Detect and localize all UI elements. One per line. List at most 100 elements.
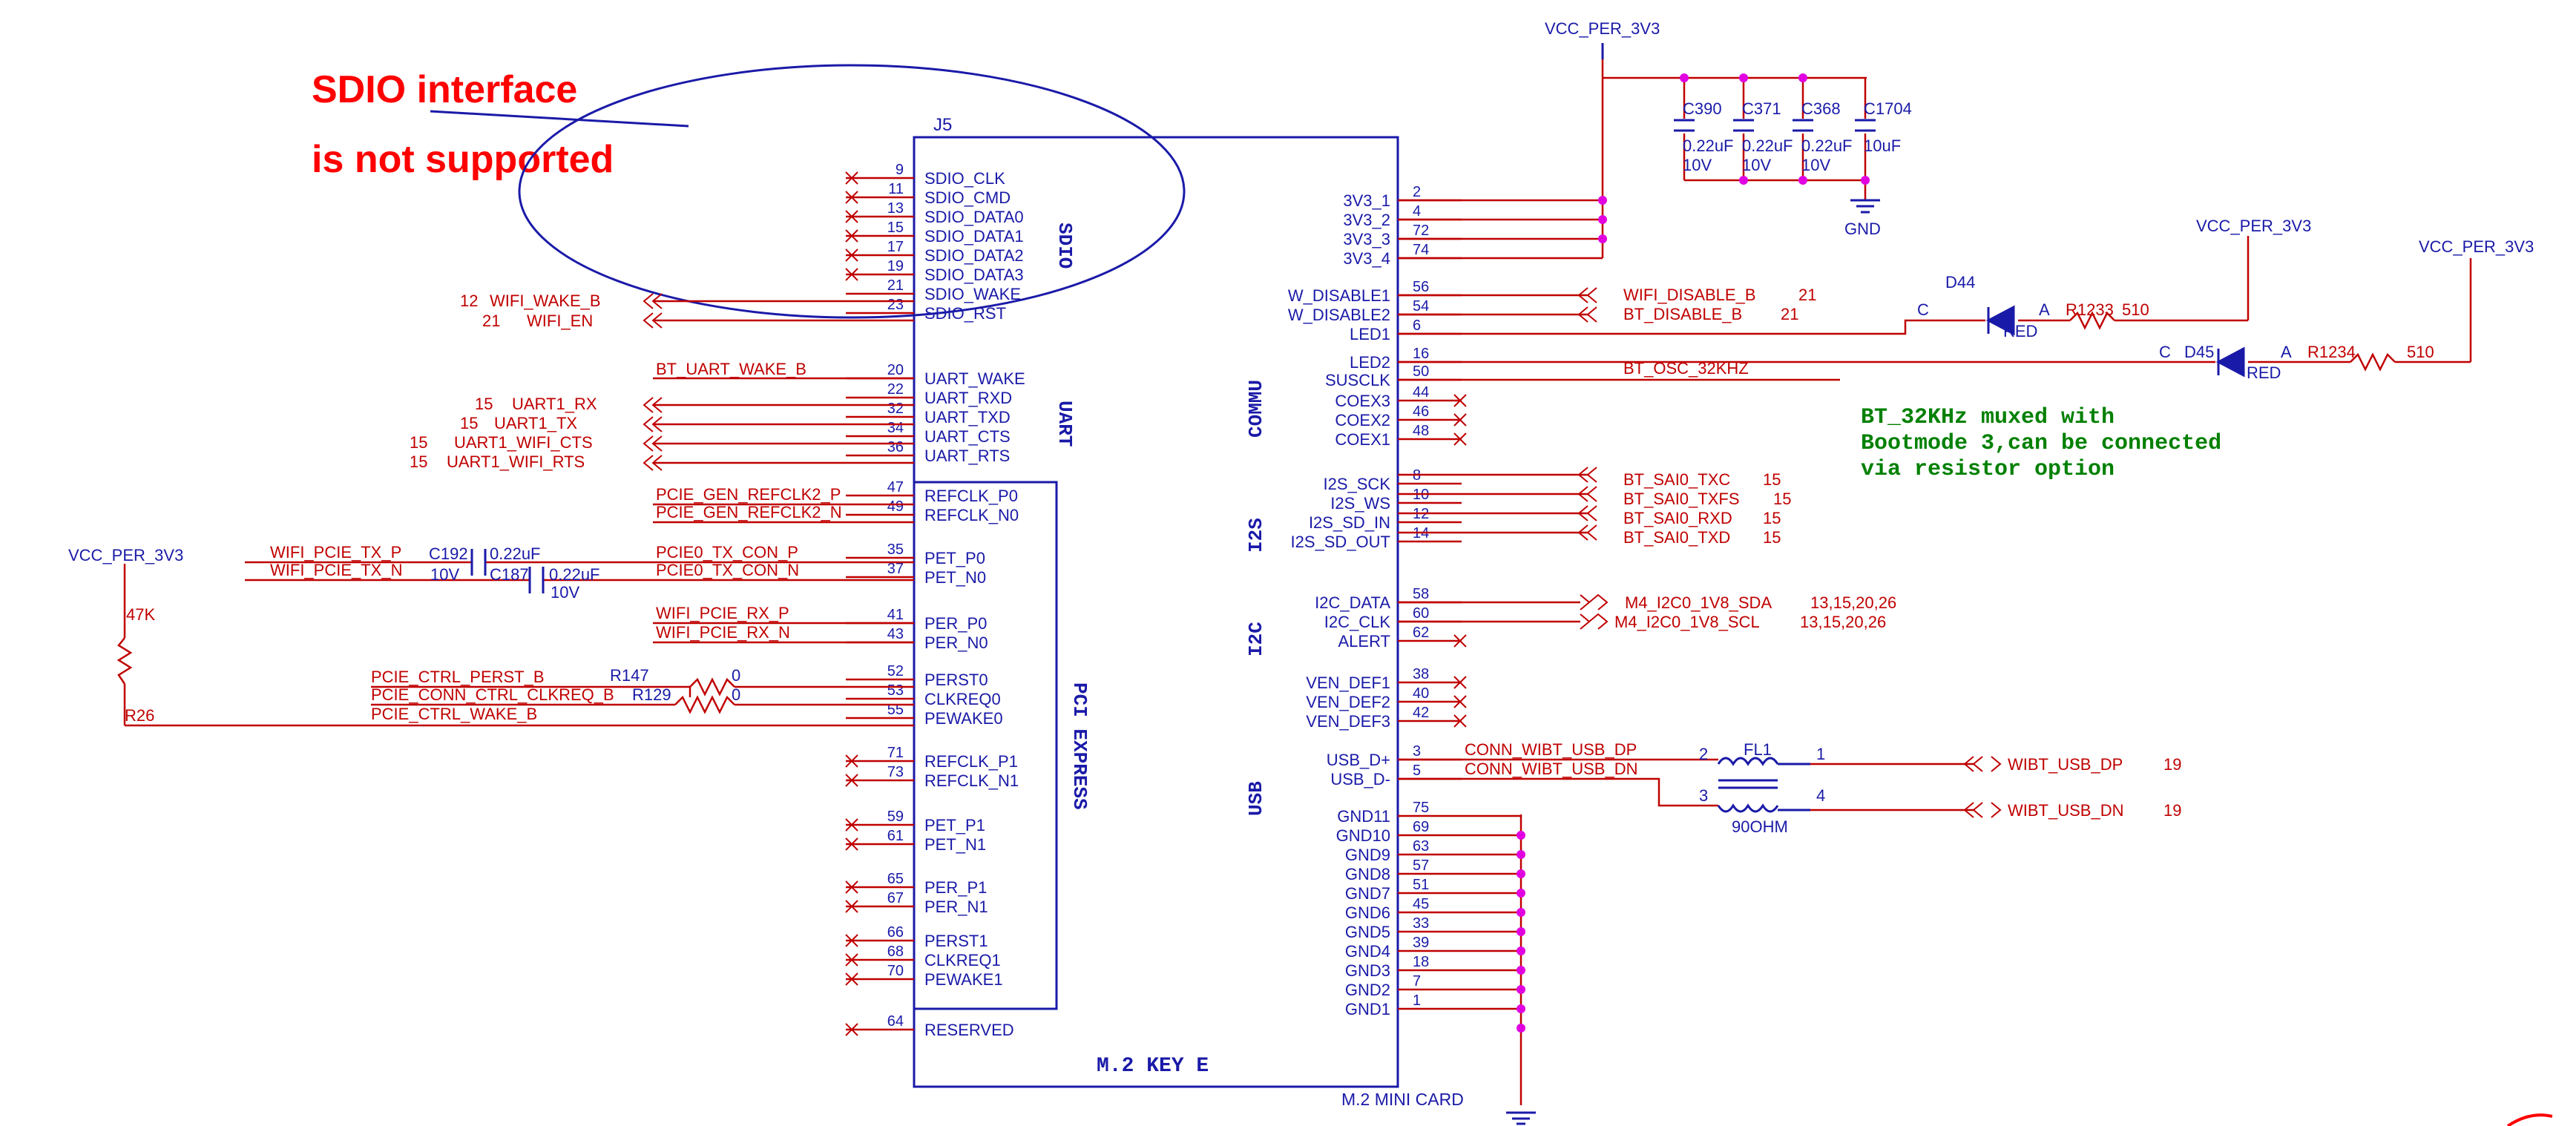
left-pin-name: PER_N0 xyxy=(924,633,988,652)
r1234-zigzag xyxy=(2350,352,2396,372)
net-pcie-gen-refclk2-n: PCIE_GEN_REFCLK2_N xyxy=(656,503,842,521)
left-pin-name: UART_TXD xyxy=(924,408,1011,427)
no-connect-mark xyxy=(1453,695,1467,708)
net-uart1-tx: UART1_TX xyxy=(494,414,577,432)
right-pin-name: I2C_CLK xyxy=(1324,613,1391,631)
right-pin-name: I2S_SD_OUT xyxy=(1291,533,1391,551)
left-pin-name: PEWAKE0 xyxy=(924,709,1003,728)
d45-a: A xyxy=(2281,343,2292,361)
left-pin-name: SDIO_CMD xyxy=(924,188,1011,207)
gnd-symbols xyxy=(1506,199,1880,1125)
net-pcie-conn-ctrl-clkreq-b: PCIE_CONN_CTRL_CLKREQ_B xyxy=(371,685,614,704)
right-pin-number: 44 xyxy=(1413,384,1429,401)
callout-line-1: SDIO interface xyxy=(312,68,577,111)
left-pin-number: 20 xyxy=(887,362,904,378)
r129-ref: R129 xyxy=(632,685,671,704)
no-connect-mark xyxy=(845,210,858,223)
net-m4-i2c0-scl: M4_I2C0_1V8_SCL xyxy=(1614,613,1760,631)
left-pin-name: SDIO_WAKE xyxy=(924,285,1021,303)
right-pin-number: 74 xyxy=(1413,242,1429,258)
c192-rating: 10V xyxy=(430,565,459,584)
left-pin-number: 47 xyxy=(887,479,904,495)
right-pin-number: 75 xyxy=(1413,800,1429,816)
d45-ref: D45 xyxy=(2184,343,2214,361)
c368-value: 0.22uF xyxy=(1801,136,1853,155)
left-pin-name: PET_P1 xyxy=(924,816,985,834)
right-pin-name: COEX2 xyxy=(1335,411,1390,429)
left-pin-number: 13 xyxy=(887,200,904,217)
callout-leader xyxy=(430,110,689,128)
left-pin-name: REFCLK_P0 xyxy=(924,487,1018,505)
decoupling-cap-symbols xyxy=(1674,119,1876,132)
left-pin-name: SDIO_DATA2 xyxy=(924,246,1024,265)
c371-ref: C371 xyxy=(1742,99,1781,118)
r1233-value: 510 xyxy=(2122,300,2149,319)
net-bt-disable-b-ref: 21 xyxy=(1781,305,1798,323)
right-pin-name: ALERT xyxy=(1338,632,1390,651)
right-pin-number: 38 xyxy=(1413,666,1429,682)
right-pin-name: GND8 xyxy=(1345,865,1390,883)
right-pin-name: GND11 xyxy=(1337,807,1390,826)
r147-value: 0 xyxy=(732,666,740,685)
no-connect-mark xyxy=(845,268,858,281)
no-connect-mark xyxy=(845,191,858,204)
r147-ref: R147 xyxy=(610,666,649,685)
left-pin-name: SDIO_DATA0 xyxy=(924,208,1024,226)
net-m4-i2c0-sda-ref: 13,15,20,26 xyxy=(1810,593,1896,612)
left-pin-name: PER_P0 xyxy=(924,614,987,633)
r1234-ref: R1234 xyxy=(2307,343,2356,361)
no-connect-mark xyxy=(845,900,858,913)
right-pin-number: 33 xyxy=(1413,915,1429,932)
left-pin-name: UART_RXD xyxy=(924,389,1012,407)
right-pin-number: 7 xyxy=(1413,973,1421,990)
right-pin-name: W_DISABLE1 xyxy=(1288,286,1390,305)
right-pin-name: W_DISABLE2 xyxy=(1288,306,1390,324)
c1704-value: 10uF xyxy=(1864,136,1901,155)
net-bt-sai0-txd-ref: 15 xyxy=(1763,528,1781,547)
net-uart1-rx-ref: 15 xyxy=(475,395,493,413)
right-pin-number: 48 xyxy=(1413,423,1429,439)
left-pin-number: 22 xyxy=(887,381,904,398)
left-pin-number: 43 xyxy=(887,626,904,642)
left-pin-number: 66 xyxy=(887,924,904,941)
left-pin-number: 53 xyxy=(887,682,904,699)
c187-ref: C187 xyxy=(490,565,529,584)
c390-value: 0.22uF xyxy=(1683,136,1734,155)
right-pin-number: 50 xyxy=(1413,363,1429,380)
net-uart1-wifi-rts-ref: 15 xyxy=(410,452,427,471)
r1234-value: 510 xyxy=(2407,343,2434,361)
group-label-commu: COMMU xyxy=(1245,380,1267,438)
left-wiring xyxy=(116,300,914,727)
right-pin-number: 60 xyxy=(1413,605,1429,622)
r129-value: 0 xyxy=(732,685,740,704)
right-pin-number: 6 xyxy=(1413,317,1421,334)
right-pin-name: SUSCLK xyxy=(1325,371,1390,389)
right-pin-number: 62 xyxy=(1413,625,1429,641)
right-pin-name: COEX3 xyxy=(1335,392,1390,410)
choke-pin-4: 4 xyxy=(1816,786,1825,805)
net-wifi-disable-b-ref: 21 xyxy=(1798,286,1816,304)
left-pin-name: SDIO_CLK xyxy=(924,169,1005,188)
right-pin-number: 46 xyxy=(1413,404,1429,420)
right-pin-number: 51 xyxy=(1413,877,1429,893)
left-pin-number: 21 xyxy=(887,277,904,294)
callout-line-2: is not supported xyxy=(312,138,614,181)
right-pin-name: GND5 xyxy=(1345,923,1390,941)
net-uart1-tx-ref: 15 xyxy=(460,414,478,432)
right-pin-number: 45 xyxy=(1413,896,1429,912)
group-label-i2s: I2S xyxy=(1245,518,1267,553)
corner-mark xyxy=(2506,1113,2553,1126)
no-connect-mark xyxy=(845,818,858,832)
right-pin-number: 5 xyxy=(1413,763,1421,779)
right-pin-number: 16 xyxy=(1413,346,1429,362)
left-pin-name: PERST0 xyxy=(924,671,988,689)
group-label-i2c: I2C xyxy=(1245,622,1267,656)
left-pin-name: RESERVED xyxy=(924,1021,1014,1039)
right-pin-name: I2S_SCK xyxy=(1324,475,1391,493)
left-pin-name: PERST1 xyxy=(924,932,988,950)
bt32k-note-line-1: BT_32KHz muxed with xyxy=(1861,405,2115,430)
d45-k: C xyxy=(2159,343,2171,361)
right-pin-name: GND9 xyxy=(1345,846,1390,864)
pcie-group-box xyxy=(913,481,1058,1010)
